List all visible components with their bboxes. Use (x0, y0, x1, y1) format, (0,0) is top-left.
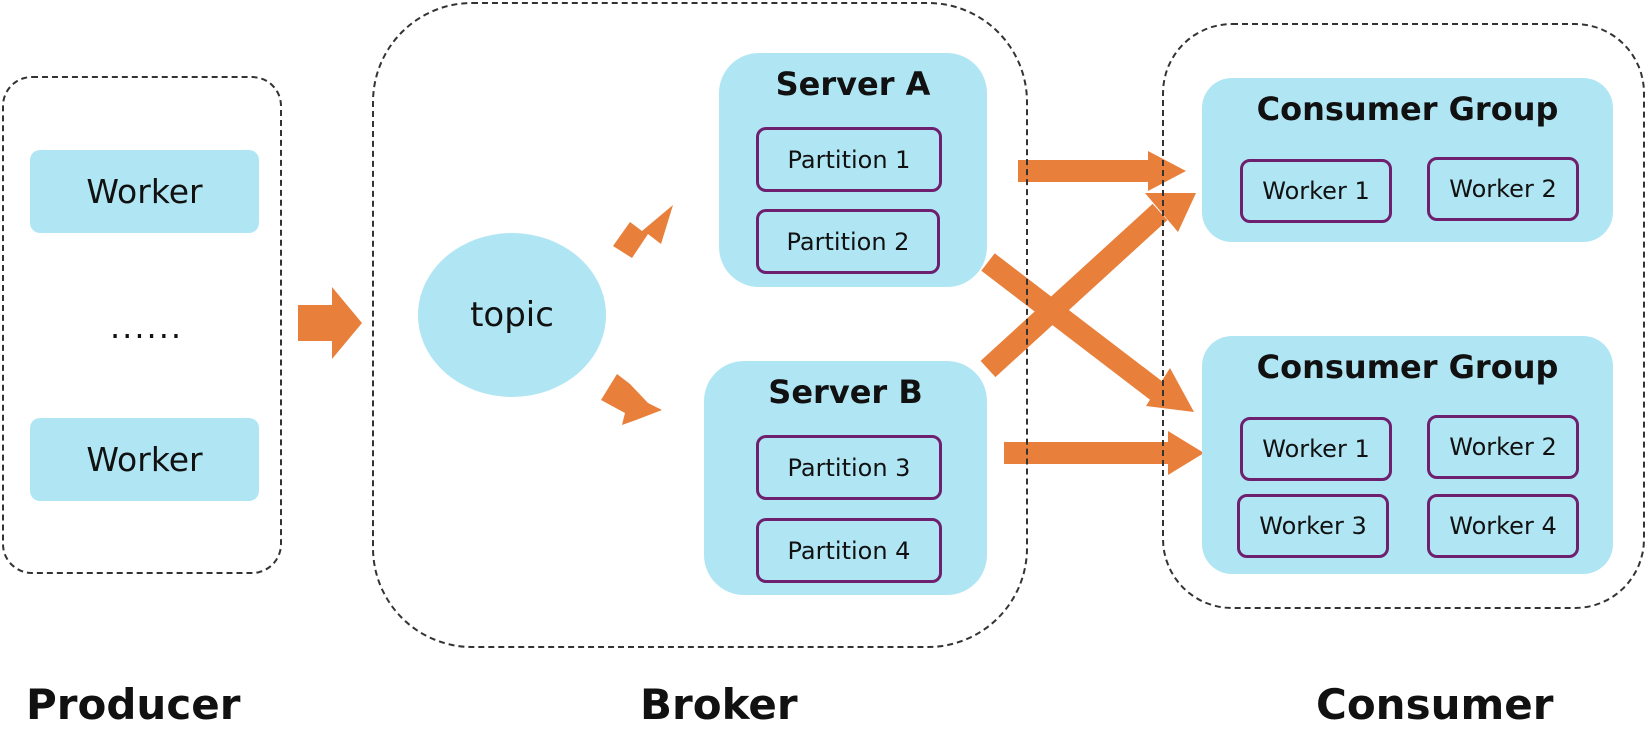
partition-1: Partition 1 (756, 127, 942, 192)
arrow-line-a-to-cg2 (981, 253, 1165, 401)
server-a-title: Server A (775, 65, 931, 103)
broker-label: Broker (640, 680, 798, 729)
partition-2: Partition 2 (756, 209, 940, 274)
producer-group (2, 76, 282, 574)
consumer-group-1-title: Consumer Group (1256, 90, 1559, 128)
arrowhead-a-to-cg1 (1148, 151, 1186, 191)
consumer-group-2: Consumer Group Worker 1 Worker 2 Worker … (1202, 336, 1613, 574)
topic-node: topic (418, 233, 606, 397)
cg2-worker-2: Worker 2 (1427, 415, 1579, 479)
arrowhead-b-to-cg2 (1168, 431, 1204, 475)
server-b: Server B Partition 3 Partition 4 (704, 361, 987, 595)
producer-label: Producer (26, 680, 241, 729)
arrow-topic-to-server-b (601, 374, 662, 425)
arrowhead-b-to-cg1 (1145, 193, 1196, 232)
consumer-group-2-title: Consumer Group (1256, 348, 1559, 386)
cg1-worker-2: Worker 2 (1427, 157, 1579, 221)
partition-4: Partition 4 (756, 518, 942, 583)
arrow-producer-to-broker (298, 287, 362, 359)
cg2-worker-1: Worker 1 (1240, 417, 1392, 481)
cg2-worker-4: Worker 4 (1427, 494, 1579, 558)
arrow-line-b-to-cg1 (980, 203, 1168, 378)
arrow-topic-to-server-a (613, 205, 673, 258)
partition-3: Partition 3 (756, 435, 942, 500)
consumer-label: Consumer (1316, 680, 1554, 729)
consumer-group-container (1162, 23, 1645, 609)
cg1-worker-1: Worker 1 (1240, 159, 1392, 223)
server-a: Server A Partition 1 Partition 2 (719, 53, 987, 287)
producer-worker-top: Worker (30, 150, 259, 233)
consumer-group-1: Consumer Group Worker 1 Worker 2 (1202, 78, 1613, 242)
broker-group (372, 2, 1028, 648)
producer-worker-bottom: Worker (30, 418, 259, 501)
arrowhead-a-to-cg2 (1146, 368, 1194, 412)
server-b-title: Server B (768, 373, 923, 411)
cg2-worker-3: Worker 3 (1237, 494, 1389, 558)
producer-ellipsis: ...... (110, 308, 184, 346)
